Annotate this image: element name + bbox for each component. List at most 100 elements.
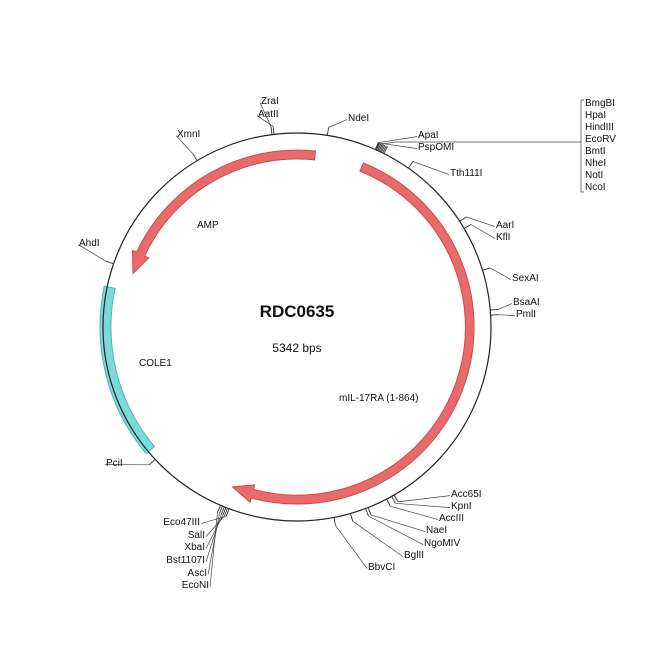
site-leader-acc65i (397, 495, 451, 503)
site-label-aari[interactable]: AarI (496, 220, 514, 231)
site-leader-ndei (328, 119, 348, 128)
site-tick-ahdi (105, 260, 114, 265)
site-tick-pcii (148, 458, 156, 466)
feature-arc-amp[interactable] (132, 149, 316, 275)
site-label-bmti[interactable]: BmtI (585, 146, 606, 157)
site-label-nhei[interactable]: NheI (585, 158, 606, 169)
site-leaders-layer (77, 99, 584, 587)
site-tick-apai (375, 142, 380, 150)
feature-label-cole1: COLE1 (139, 358, 172, 369)
site-tick-ecorv (378, 143, 383, 152)
site-label-hindiii[interactable]: HindIII (585, 122, 614, 133)
site-tick-bst1107i (220, 506, 225, 515)
site-tick-bglii (350, 513, 354, 522)
site-leader-asci (207, 513, 220, 575)
site-leader-aatii (256, 115, 274, 127)
site-tick-acc65i (393, 494, 399, 503)
feature-arc-mil-17ra[interactable] (231, 162, 475, 505)
site-label-noti[interactable]: NotI (585, 170, 603, 181)
site-leader-zrai (259, 102, 272, 127)
site-label-pspomi[interactable]: PspOMI (418, 142, 454, 153)
site-tick-hpai (376, 142, 381, 151)
site-label-bst1107i[interactable]: Bst1107I (166, 555, 205, 566)
site-leader-pspomi (381, 142, 418, 149)
site-label-bmgbi[interactable]: BmgBI (585, 98, 615, 109)
feature-label-mil-17ra: mIL-17RA (1-864) (339, 393, 418, 404)
site-label-tth111i[interactable]: Tth111I (450, 168, 482, 179)
site-tick-eco47iii (225, 508, 230, 517)
site-label-acciii[interactable]: AccIII (439, 513, 464, 524)
site-tick-bsaai (490, 308, 499, 311)
site-leader-xbai (205, 514, 224, 549)
site-leader-bst1107i (205, 514, 222, 562)
site-labels-layer: ZraI AatII NdeI ApaI PspOMI BmgBI HpaI H… (79, 96, 616, 591)
feature-label-amp: AMP (197, 220, 219, 231)
site-tick-ngomiv (365, 508, 369, 517)
site-label-pmli[interactable]: PmlI (516, 309, 536, 320)
site-leader-acciii (390, 505, 439, 520)
site-label-xmni[interactable]: XmnI (177, 129, 200, 140)
site-label-econi[interactable]: EcoNI (182, 580, 209, 591)
plasmid-size: 5342 bps (272, 341, 321, 355)
site-tick-ncoi (383, 146, 388, 154)
site-label-kfli[interactable]: KflI (496, 232, 510, 243)
site-label-ahdi[interactable]: AhdI (79, 238, 100, 249)
site-ticks-layer (105, 126, 499, 526)
site-label-ecorv[interactable]: EcoRV (585, 134, 616, 145)
site-label-xbai[interactable]: XbaI (184, 542, 205, 553)
plasmid-backbone (102, 132, 492, 522)
site-leader-bglii (352, 520, 404, 557)
site-tick-asci (218, 505, 223, 514)
site-tick-aari (459, 216, 467, 222)
site-label-apai[interactable]: ApaI (418, 130, 439, 141)
site-label-bbvci[interactable]: BbvCI (368, 562, 395, 573)
site-leader-kfli (470, 224, 496, 239)
site-tick-bbvci (333, 517, 336, 526)
site-leader-bbvci (335, 525, 368, 569)
site-leader-ahdi (77, 244, 107, 262)
site-tick-noti (382, 145, 387, 154)
site-tick-xbai (222, 507, 227, 516)
site-label-asci[interactable]: AscI (188, 568, 207, 579)
site-label-pcii[interactable]: PciI (106, 458, 123, 469)
site-tick-nhei (380, 144, 386, 153)
site-label-ngomiv[interactable]: NgoMIV (424, 538, 460, 549)
site-leader-ngomiv (368, 515, 424, 545)
site-leader-tth111i (412, 161, 450, 175)
site-label-bsaai[interactable]: BsaAI (513, 297, 540, 308)
site-tick-hindiii (377, 143, 382, 151)
site-label-bglii[interactable]: BglII (404, 550, 424, 561)
site-leader-sexai (490, 267, 512, 280)
site-tick-ndei (326, 127, 330, 136)
site-label-hpai[interactable]: HpaI (585, 110, 606, 121)
site-tick-kfli (463, 224, 472, 229)
site-label-eco47iii[interactable]: Eco47III (163, 517, 200, 528)
site-leader-xmni (175, 135, 194, 155)
site-label-ncoi[interactable]: NcoI (585, 182, 606, 193)
site-label-sexai[interactable]: SexAI (512, 273, 539, 284)
site-leader-aari (466, 216, 496, 227)
site-tick-kpni (391, 496, 396, 504)
site-leader-kpni (395, 502, 451, 508)
site-tick-sali (224, 507, 228, 516)
site-tick-naei (367, 507, 372, 516)
mcs-bracket (580, 99, 584, 193)
site-leader-sali (205, 515, 225, 537)
site-label-acc65i[interactable]: Acc65I (451, 489, 482, 500)
site-leader-pmli (498, 314, 516, 316)
site-tick-tth111i (407, 161, 414, 169)
site-label-kpni[interactable]: KpnI (451, 501, 472, 512)
site-leader-naei (370, 514, 426, 532)
site-tick-zrai (270, 126, 273, 135)
site-tick-bmgbi (374, 142, 379, 150)
site-label-ndei[interactable]: NdeI (348, 113, 369, 124)
site-leader-econi (209, 512, 218, 587)
site-label-aatii[interactable]: AatII (258, 109, 279, 120)
site-tick-econi (216, 505, 222, 513)
site-label-sali[interactable]: SalI (188, 530, 205, 541)
site-label-naei[interactable]: NaeI (426, 525, 447, 536)
site-tick-xmni (192, 153, 198, 161)
site-label-zrai[interactable]: ZraI (261, 96, 279, 107)
site-tick-bmti (379, 144, 385, 152)
